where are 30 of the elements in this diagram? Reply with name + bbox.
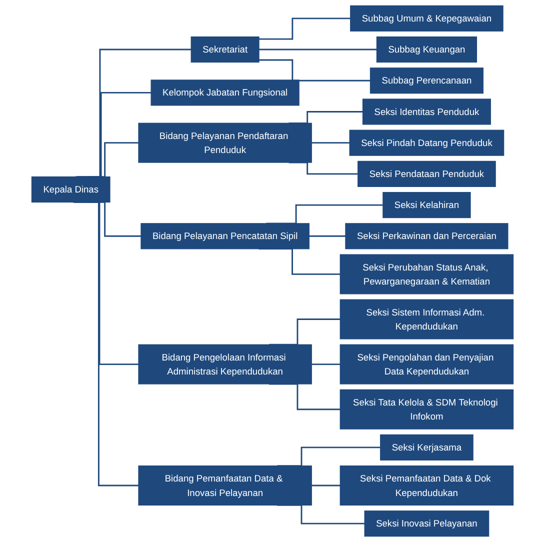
node-box: Seksi Pengolahan dan Penyajian Data Kependudukan [340,344,514,384]
node-box: Seksi Pemanfaatan Data & Dok Kependudukan [340,466,514,506]
node-box: Seksi Sistem Informasi Adm. Kependudukan [340,299,514,340]
node-box: Kepala Dinas [31,176,110,203]
connector [258,48,377,50]
connector [258,59,370,82]
node-box: Seksi Pindah Datang Penduduk [349,130,504,156]
connector [312,142,350,144]
node-box: Kelompok Jabatan Fungsional [150,80,300,106]
node-box: Sekretariat [190,36,260,63]
connector [269,318,340,346]
node-box: Seksi Kerjasama [380,434,474,460]
connector [312,364,340,366]
node-box: Bidang Pelayanan Pencatatan Sipil [140,223,310,250]
node-box: Seksi Tata Kelola & SDM Teknologi Infokom [340,389,514,430]
node-box: Subbag Perencanaan [370,68,484,94]
connector [312,484,340,486]
node-box: Seksi Kelahiran [382,192,471,218]
node-box: Seksi Perubahan Status Anak, Pewarganegaraan & Kematian [340,254,514,294]
node-box: Seksi Identitas Penduduk [362,98,491,125]
node-box: Subbag Keuangan [376,36,478,63]
node-box: Seksi Perkawinan dan Perceraian [345,223,508,250]
node-box: Bidang Pelayanan Pendaftaran Penduduk [138,122,312,163]
node-box: Seksi Inovasi Pelayanan [364,510,490,537]
node-box: Subbag Umum & Kepegawaian [350,5,504,32]
node-box: Bidang Pengelolaan Informasi Administrasi Kependudukan [138,344,312,384]
node-box: Seksi Pendataan Penduduk [358,160,496,187]
connector [309,235,346,237]
connector [258,18,350,40]
node-box: Bidang Pemanfaatan Data & Inovasi Pelayanan [138,466,312,506]
